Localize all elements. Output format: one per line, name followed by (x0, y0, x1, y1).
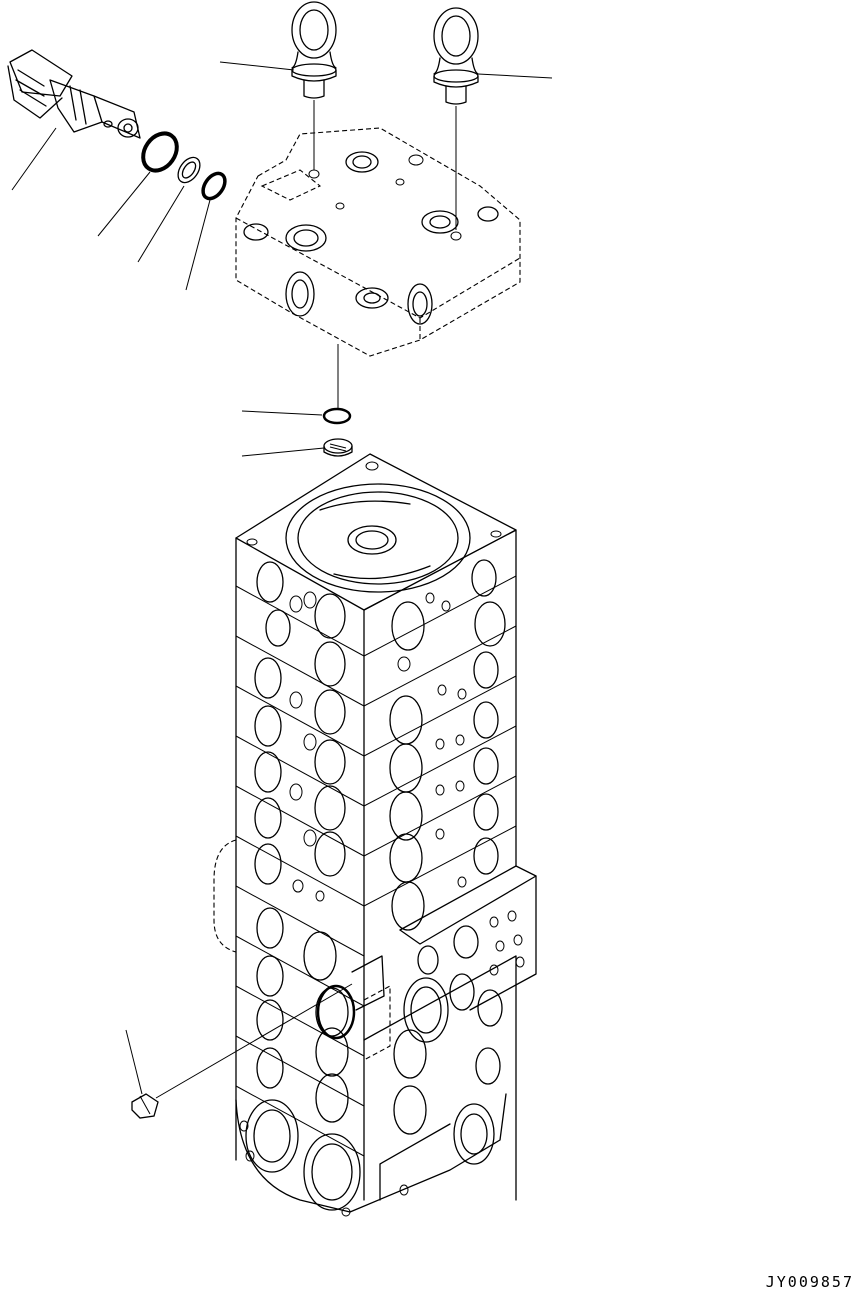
leader-line-7 (241, 410, 323, 416)
leader-line-6 (477, 73, 553, 79)
leader-line-1 (11, 127, 57, 191)
o-ring-2 (201, 171, 227, 201)
o-ring-1 (141, 131, 179, 173)
dashed-outlines (213, 839, 391, 1061)
leader-line-8 (241, 447, 325, 457)
leader-line-3 (137, 185, 185, 263)
leader-line-4 (185, 199, 211, 291)
side-block (363, 865, 537, 1201)
control-valve-body (235, 453, 517, 1201)
small-o-ring (322, 407, 352, 425)
relief-valve-cartridge (7, 49, 141, 139)
left-face-ports (254, 561, 349, 1123)
eye-bolt-right (433, 7, 479, 230)
leader-line-9 (125, 1029, 143, 1095)
drawing-code: JY009857 (765, 1273, 854, 1291)
backup-ring (177, 156, 201, 184)
plug (323, 438, 353, 457)
top-cover-block (235, 127, 521, 357)
leader-line-5 (219, 61, 295, 71)
leader-line-10 (155, 983, 353, 1099)
leader-line-2 (97, 171, 151, 237)
small-plug (131, 1093, 159, 1119)
right-face-ports (389, 559, 506, 931)
bottom-section (235, 1093, 507, 1217)
eye-bolt-left (291, 1, 337, 170)
